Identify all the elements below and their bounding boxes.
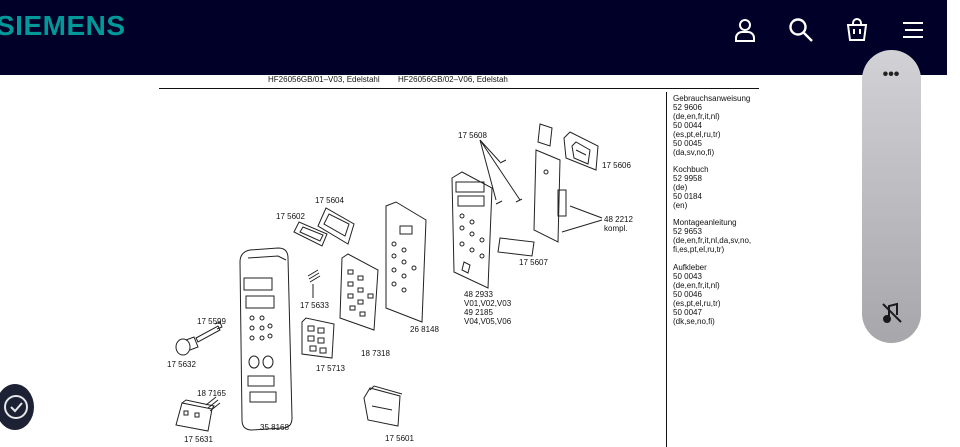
column-divider [666, 92, 667, 447]
more-icon[interactable]: ••• [882, 66, 900, 83]
doc-line: (de,en,fr,it,nl) [673, 112, 720, 121]
doc-block-kochbuch: Kochbuch 52 9958 (de) 50 0184 (en) [673, 165, 709, 210]
doc-line: Kochbuch [673, 165, 709, 174]
part-label-175599: 17 5599 [197, 317, 226, 326]
part-175604-shape [317, 207, 355, 245]
part-175606-shape [563, 131, 599, 171]
part-175602-shape [293, 221, 328, 247]
part-label-175606: 17 5606 [602, 161, 631, 170]
part-label-kompl: kompl. [604, 224, 628, 233]
floating-tool-panel: ••• [862, 50, 921, 343]
part-175601-shape [363, 385, 403, 427]
part-187165-shape [205, 396, 221, 412]
part-358168-shape [239, 247, 293, 431]
part-268148-shape [385, 201, 427, 323]
site-header: SIEMENS [0, 0, 947, 75]
doc-block-gebrauchsanweisung: Gebrauchsanweisung 52 9606 (de,en,fr,it,… [673, 94, 750, 157]
search-icon[interactable] [787, 16, 815, 44]
shield-check-badge[interactable] [0, 384, 34, 430]
part-label-187165: 18 7165 [197, 389, 226, 398]
variant-label-1: HF26056GB/01–V03, Edelstahl [268, 75, 380, 84]
doc-block-aufkleber: Aufkleber 50 0043 (de,en,fr,it,nl) 50 00… [673, 263, 721, 326]
part-175633-shape [307, 269, 321, 298]
doc-line: 52 9606 [673, 103, 702, 112]
top-rule [159, 88, 759, 89]
doc-line: (es,pt,el,ru,tr) [673, 299, 721, 308]
part-label-492185: 49 2185 [464, 308, 493, 317]
part-label-175608: 17 5608 [458, 131, 487, 140]
doc-line: 52 9958 [673, 174, 702, 183]
part-482933-shape [451, 171, 493, 289]
doc-line: Montageanleitung [673, 218, 737, 227]
variant-label-2: HF26056GB/02–V06, Edelstah [398, 75, 508, 84]
part-label-482933: 48 2933 [464, 290, 493, 299]
doc-line: (de,en,fr,it,nl,da,sv,no, [673, 236, 752, 245]
part-label-175607: 17 5607 [519, 258, 548, 267]
part-label-482212: 48 2212 [604, 215, 633, 224]
part-label-v04-v06: V04,V05,V06 [464, 317, 512, 326]
siemens-logo[interactable]: SIEMENS [0, 10, 126, 41]
part-label-175602: 17 5602 [276, 212, 305, 221]
doc-line: Aufkleber [673, 263, 707, 272]
part-label-175632: 17 5632 [167, 360, 196, 369]
part-482212-shape [533, 123, 567, 243]
part-175599-shape [195, 321, 223, 343]
part-175713-shape [301, 317, 335, 359]
part-label-268148: 26 8148 [410, 325, 439, 334]
doc-line: Gebrauchsanweisung [673, 94, 751, 103]
doc-line: 50 0046 [673, 290, 702, 299]
part-175632-shape [175, 336, 199, 356]
doc-block-montageanleitung: Montageanleitung 52 9653 (de,en,fr,it,nl… [673, 218, 751, 254]
part-label-175604: 17 5604 [315, 196, 344, 205]
part-label-187318: 18 7318 [361, 349, 390, 358]
part-label-358168: 35 8168 [260, 423, 289, 432]
part-label-175633: 17 5633 [300, 301, 329, 310]
exploded-parts-diagram [175, 123, 603, 432]
doc-line: (de,en,fr,it,nl) [673, 281, 720, 290]
doc-line: (en) [673, 201, 688, 210]
doc-line: (de) [673, 183, 688, 192]
menu-icon[interactable] [899, 16, 927, 44]
sound-off-icon[interactable] [879, 300, 905, 326]
user-icon[interactable] [731, 16, 759, 44]
part-175607-shape [497, 237, 535, 257]
part-label-v01-v03: V01,V02,V03 [464, 299, 512, 308]
doc-line: (da,sv,no,fi) [673, 148, 715, 157]
doc-line: (es,pt,el,ru,tr) [673, 130, 721, 139]
doc-line: 50 0044 [673, 121, 702, 130]
part-label-175713: 17 5713 [316, 364, 345, 373]
doc-line: 50 0184 [673, 192, 702, 201]
part-label-175631: 17 5631 [184, 435, 213, 444]
part-187318-shape [339, 253, 379, 331]
part-label-175601: 17 5601 [385, 434, 414, 443]
shopping-bag-icon[interactable] [843, 16, 871, 44]
part-175631-shape [175, 399, 215, 432]
doc-line: fi,es,pt,el,ru,tr) [673, 245, 725, 254]
doc-line: 50 0043 [673, 272, 702, 281]
doc-line: 50 0047 [673, 308, 702, 317]
doc-line: (dk,se,no,fi) [673, 317, 715, 326]
doc-line: 50 0045 [673, 139, 702, 148]
part-175608-shape [479, 139, 523, 205]
doc-line: 52 9653 [673, 227, 702, 236]
shield-check-icon [4, 395, 28, 419]
